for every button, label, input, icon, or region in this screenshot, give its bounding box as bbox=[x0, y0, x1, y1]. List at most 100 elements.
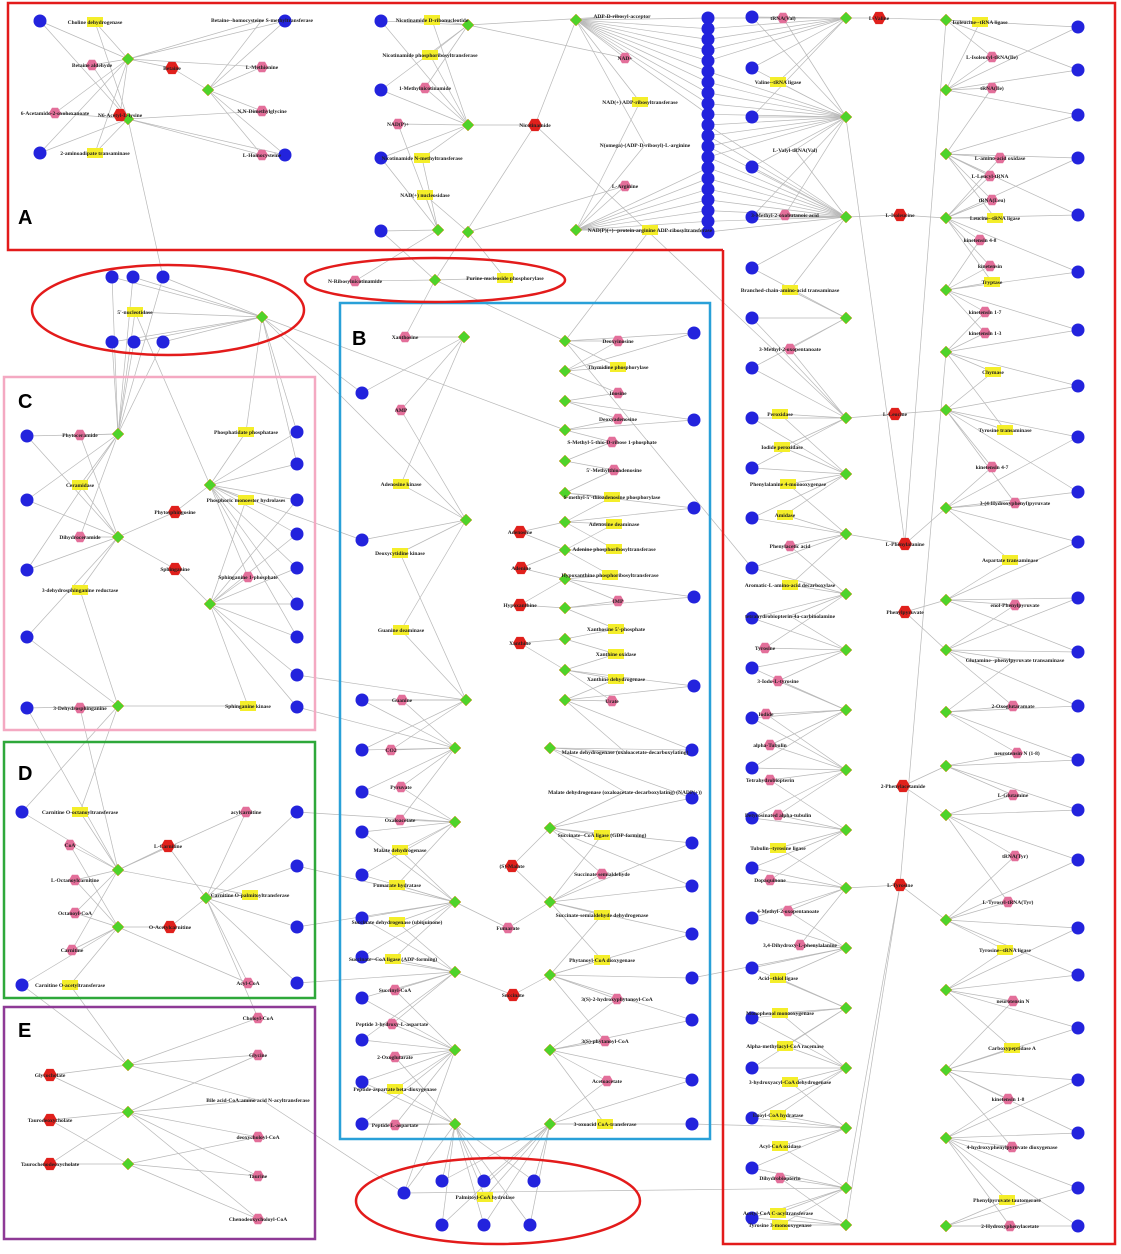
edge bbox=[707, 167, 847, 218]
edge bbox=[209, 463, 298, 486]
edge bbox=[467, 24, 626, 59]
node-label-e4: Bile acid-CoA:amino acid N-acyltransfera… bbox=[206, 1098, 310, 1104]
enzyme-node bbox=[393, 479, 409, 489]
edge bbox=[127, 118, 164, 278]
edge bbox=[575, 19, 641, 103]
edge bbox=[209, 576, 249, 605]
edge bbox=[454, 1123, 485, 1182]
edge bbox=[429, 54, 469, 126]
edge bbox=[205, 811, 247, 899]
edge bbox=[784, 473, 847, 516]
edge bbox=[845, 884, 901, 889]
edge bbox=[117, 341, 164, 435]
reaction-node bbox=[939, 147, 953, 161]
edge bbox=[564, 548, 615, 551]
edge bbox=[394, 1049, 456, 1126]
gene-node bbox=[745, 811, 759, 825]
reaction-node bbox=[558, 454, 572, 468]
node-label-d9: Carnitine bbox=[61, 948, 84, 954]
edge bbox=[209, 567, 298, 605]
edge bbox=[117, 276, 164, 435]
edge bbox=[454, 1123, 531, 1226]
gene-node bbox=[1071, 968, 1085, 982]
edge bbox=[26, 536, 119, 571]
metabolite-node bbox=[386, 1018, 398, 1030]
edge bbox=[779, 413, 847, 419]
edge bbox=[945, 217, 981, 241]
gene-node bbox=[745, 210, 759, 224]
edge bbox=[751, 567, 847, 595]
edge bbox=[945, 329, 1079, 353]
node-label-a33: L-amino-acid oxidase bbox=[975, 156, 1026, 162]
edge bbox=[94, 21, 129, 60]
enzyme-node bbox=[772, 1141, 788, 1151]
edge bbox=[549, 827, 603, 836]
edge bbox=[575, 210, 709, 231]
enzyme-node bbox=[985, 367, 1001, 377]
edge bbox=[564, 366, 619, 372]
gene-node bbox=[290, 805, 304, 819]
edge bbox=[205, 897, 249, 984]
edge bbox=[945, 604, 1016, 651]
gene-node bbox=[355, 825, 369, 839]
gene-node bbox=[1071, 265, 1085, 279]
edge bbox=[564, 521, 615, 550]
edge bbox=[26, 499, 119, 538]
edge bbox=[533, 1123, 551, 1182]
metabolite-node bbox=[240, 806, 252, 818]
node-label-b22: Xanthine bbox=[509, 641, 531, 647]
reaction-node bbox=[839, 467, 853, 481]
metabolite-node bbox=[69, 907, 81, 919]
node-label-a82: Alpha-methylacyl-CoA racemase bbox=[746, 1044, 824, 1050]
gene-node bbox=[1071, 1219, 1085, 1233]
edge bbox=[751, 216, 847, 269]
edge bbox=[296, 674, 467, 701]
reaction-node bbox=[569, 223, 583, 237]
edge bbox=[549, 959, 603, 976]
node-label-d4: L-Octanoylcarnitine bbox=[51, 878, 100, 884]
edge bbox=[777, 680, 847, 711]
node-label-a51: Amidase bbox=[775, 513, 796, 519]
edge bbox=[111, 276, 263, 318]
node-label-a25: Valine--tRNA ligase bbox=[755, 80, 802, 86]
edge bbox=[575, 19, 709, 62]
edge bbox=[39, 20, 129, 60]
edge bbox=[549, 873, 603, 903]
edge bbox=[26, 705, 119, 709]
edge bbox=[564, 332, 695, 372]
edge bbox=[117, 276, 134, 435]
reaction-node bbox=[457, 330, 471, 344]
node-label-d2: acylcarnitine bbox=[231, 810, 262, 816]
reaction-node bbox=[558, 601, 572, 615]
node-label-b30: Oxaloacetate bbox=[385, 818, 416, 824]
edge bbox=[845, 884, 901, 1226]
panel-b-border bbox=[338, 301, 712, 1141]
edge bbox=[575, 167, 709, 231]
edge bbox=[520, 567, 566, 580]
edge bbox=[421, 124, 469, 159]
edge bbox=[945, 385, 1079, 411]
edge bbox=[296, 865, 456, 903]
gene-node bbox=[105, 270, 119, 284]
gene-node bbox=[1071, 430, 1085, 444]
hub-metabolite-node bbox=[898, 605, 912, 619]
edge bbox=[361, 1049, 456, 1125]
reaction-node bbox=[558, 394, 572, 408]
metabolite-node bbox=[764, 739, 776, 751]
edge bbox=[424, 24, 469, 89]
edge bbox=[209, 431, 298, 486]
edge bbox=[26, 433, 119, 501]
edge bbox=[799, 887, 847, 946]
enzyme-node bbox=[597, 1119, 613, 1129]
edge bbox=[751, 769, 847, 819]
gene-node bbox=[355, 868, 369, 882]
edge bbox=[207, 66, 263, 91]
node-label-b49: Peptide L-aspartate bbox=[372, 1123, 419, 1129]
node-label-a5: L-Methionine bbox=[246, 65, 279, 71]
reaction-node bbox=[558, 364, 572, 378]
gene-node bbox=[278, 148, 292, 162]
enzyme-node bbox=[87, 148, 103, 158]
hub-metabolite-node bbox=[896, 779, 910, 793]
gene-node bbox=[1071, 645, 1085, 659]
reaction-node bbox=[939, 1219, 953, 1233]
